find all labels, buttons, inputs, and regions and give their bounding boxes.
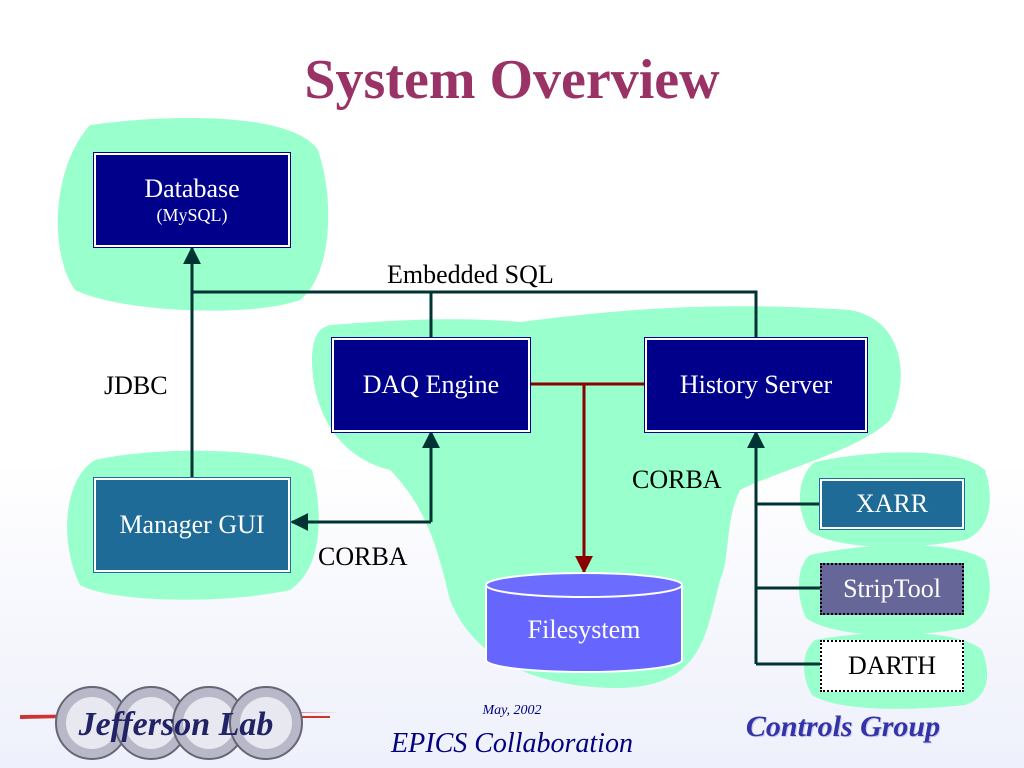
database-label: Database [144, 174, 240, 203]
jefferson-lab-logo: Jefferson Lab [20, 686, 340, 760]
controls-group-logo: Controls Group [745, 710, 941, 743]
history-server-label: History Server [679, 370, 833, 399]
database-sublabel: (MySQL) [156, 205, 228, 225]
darth-node: DARTH [820, 640, 964, 692]
striptool-label: StripTool [843, 574, 941, 603]
history-server-node: History Server [645, 338, 867, 432]
embedded-sql-label: Embedded SQL [387, 260, 554, 289]
daq-engine-label: DAQ Engine [362, 370, 500, 399]
corba-left-label: CORBA [318, 542, 408, 571]
manager-gui-node: Manager GUI [94, 478, 290, 572]
corba-right-label: CORBA [632, 465, 722, 494]
daq-engine-node: DAQ Engine [332, 338, 530, 432]
footer-collaboration: EPICS Collaboration [391, 728, 633, 759]
darth-label: DARTH [848, 651, 936, 680]
footer-date: May, 2002 [482, 703, 542, 718]
database-node: Database (MySQL) [94, 153, 290, 247]
striptool-node: StripTool [820, 563, 964, 615]
xarr-label: XARR [855, 489, 929, 518]
filesystem-cylinder [485, 572, 683, 673]
xarr-node: XARR [820, 479, 964, 529]
filesystem-label: Filesystem [527, 615, 641, 644]
embedded-sql-link [192, 290, 758, 338]
manager-gui-label: Manager GUI [119, 510, 265, 539]
logo-text: Jefferson Lab [78, 706, 274, 743]
filesystem-write-link [530, 382, 645, 572]
jdbc-label: JDBC [104, 371, 168, 400]
filesystem-label-wrap: Filesystem [486, 600, 682, 660]
slide-title: System Overview [304, 49, 720, 111]
